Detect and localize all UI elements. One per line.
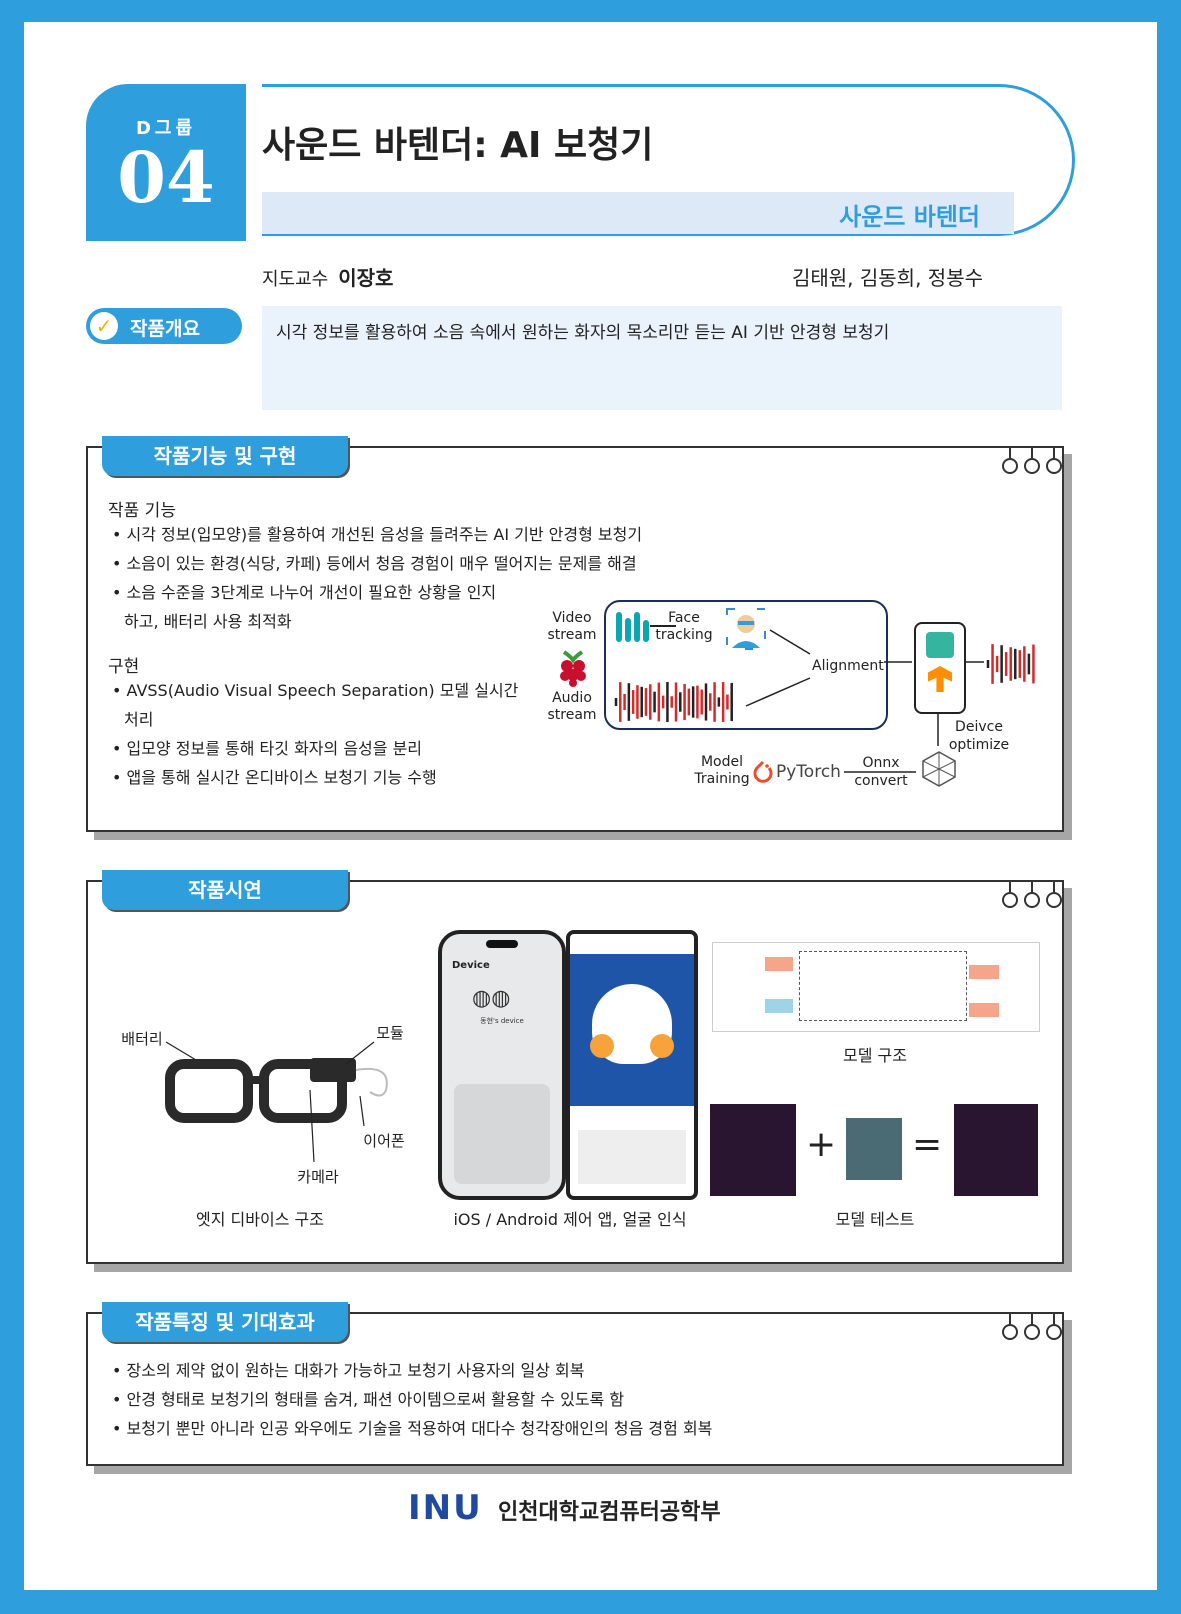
plus-sign: + [806,1124,837,1165]
list-item: • 앱을 통해 실시간 온디바이스 보청기 기능 수행 [112,768,437,787]
tensorflow-icon [928,666,952,692]
diagram-arrows [745,629,984,773]
waveform-output-icon [986,644,1038,684]
pytorch-icon [752,760,774,784]
leader-lines [165,1041,375,1163]
video-encoder-block [765,999,793,1013]
advisor-name: 이장호 [338,266,394,290]
relu-block [969,965,999,979]
title-frame [262,84,1075,236]
audio-encoder-block [765,957,793,971]
functions-section [86,446,1064,832]
list-item: • 시각 정보(입모양)를 활용하여 개선된 음성을 들려주는 AI 기반 안경… [112,525,643,544]
list-item: • 안경 형태로 보청기의 형태를 숨겨, 패션 아이템으로써 활용할 수 있도… [112,1390,625,1409]
impl-heading: 구현 [108,657,140,677]
functions-tab: 작품기능 및 구현 [102,436,348,476]
overview-text: 시각 정보를 활용하여 소음 속에서 원하는 화자의 목소리만 듣는 AI 기반… [276,323,890,343]
glasses-image [160,1040,400,1130]
caption-model-test: 모델 테스트 [835,1210,915,1229]
caption-edge-device: 엣지 디바이스 구조 [196,1210,324,1229]
func-list: • 시각 정보(입모양)를 활용하여 개선된 음성을 들려주는 AI 기반 안경… [112,520,692,636]
android-phone [566,930,698,1200]
project-number: 04 [117,136,215,219]
func-heading: 작품 기능 [108,501,176,521]
check-icon: ✓ [90,312,118,340]
raspberry-pi-icon [556,648,590,688]
list-item: 하고, 배터리 사용 최적화 [124,612,292,631]
module-label: 모듈 [376,1024,404,1042]
volume-sliders [454,1084,550,1184]
audio-decoder-block [969,1003,999,1017]
group-label: D그룹 [135,118,197,139]
output-spectrogram [954,1104,1038,1196]
section-dots [996,1314,1062,1340]
mascot-image [570,954,694,1106]
list-item: • 소음이 있는 환경(식당, 카페) 등에서 청음 경험이 매우 떨어지는 문… [112,554,637,573]
list-item: • 입모양 정보를 통해 타깃 화자의 음성을 분리 [112,739,423,758]
department-name: 인천대학교컴퓨터공학부 [498,1500,721,1525]
pipeline-box [604,600,888,730]
waveform-input-icon [614,682,736,722]
model-test-image: + = [710,1104,1038,1196]
list-item: • 장소의 제약 없이 원하는 대화가 가능하고 보청기 사용자의 일상 회복 [112,1361,585,1380]
onnx-icon [920,750,958,788]
battery-label: 배터리 [121,1030,163,1048]
list-item: • 보청기 뿐만 아니라 인공 와우에도 기술을 적용하여 대다수 청각장애인의… [112,1419,713,1438]
advisor: 지도교수 이장호 [262,262,393,291]
model-structure-image [712,942,1040,1032]
caption-model-structure: 모델 구조 [843,1046,907,1065]
log-area [578,1130,686,1184]
phone-icon [914,622,966,714]
earphone-label: 이어폰 [363,1132,405,1150]
face-image [846,1118,902,1180]
list-item: 처리 [124,710,154,729]
group-number-badge: D그룹 04 [86,84,246,241]
phone-notch [486,940,518,948]
overview-box [262,306,1062,410]
ios-device-title: Device [452,960,490,971]
camera-label: 카메라 [297,1168,339,1186]
impl-list: • AVSS(Audio Visual Speech Separation) 모… [112,676,552,792]
caption-app: iOS / Android 제어 앱, 얼굴 인식 [453,1210,687,1229]
team-name: 사운드 바텐더 [839,203,980,231]
page-title: 사운드 바텐더: AI 보청기 [262,125,654,166]
subtitle-band [262,192,1014,234]
mediapipe-icon [614,610,650,644]
features-list: • 장소의 제약 없이 원하는 대화가 가능하고 보청기 사용자의 일상 회복 … [112,1356,1012,1443]
ios-owner: 동현's device [480,1017,524,1025]
demo-tab: 작품시연 [102,870,348,910]
equals-sign: = [912,1124,943,1165]
face-tracking-icon [726,608,766,650]
pytorch-label: PyTorch [776,762,841,782]
arrow-icon [650,625,676,627]
features-tab: 작품특징 및 기대효과 [102,1302,348,1342]
section-dots [996,448,1062,474]
overview-label: 작품개요 [130,318,200,340]
coreml-icon [926,632,954,658]
separation-network-block [799,951,967,1021]
list-item: • AVSS(Audio Visual Speech Separation) 모… [112,681,519,700]
glasses-icon: ◍◍ [472,986,511,1011]
section-dots [996,882,1062,908]
ios-phone: Device ◍◍ 동현's device [438,930,566,1200]
inu-logo: INU [408,1488,483,1528]
input-spectrogram [710,1104,796,1196]
overview-label-pill: ✓ 작품개요 [86,308,242,344]
members: 김태원, 김동희, 정봉수 [791,266,983,290]
alignment-label: Alignment [812,658,884,674]
advisor-label: 지도교수 [262,269,329,290]
list-item: • 소음 수준을 3단계로 나누어 개선이 필요한 상황을 인지 [112,583,497,602]
